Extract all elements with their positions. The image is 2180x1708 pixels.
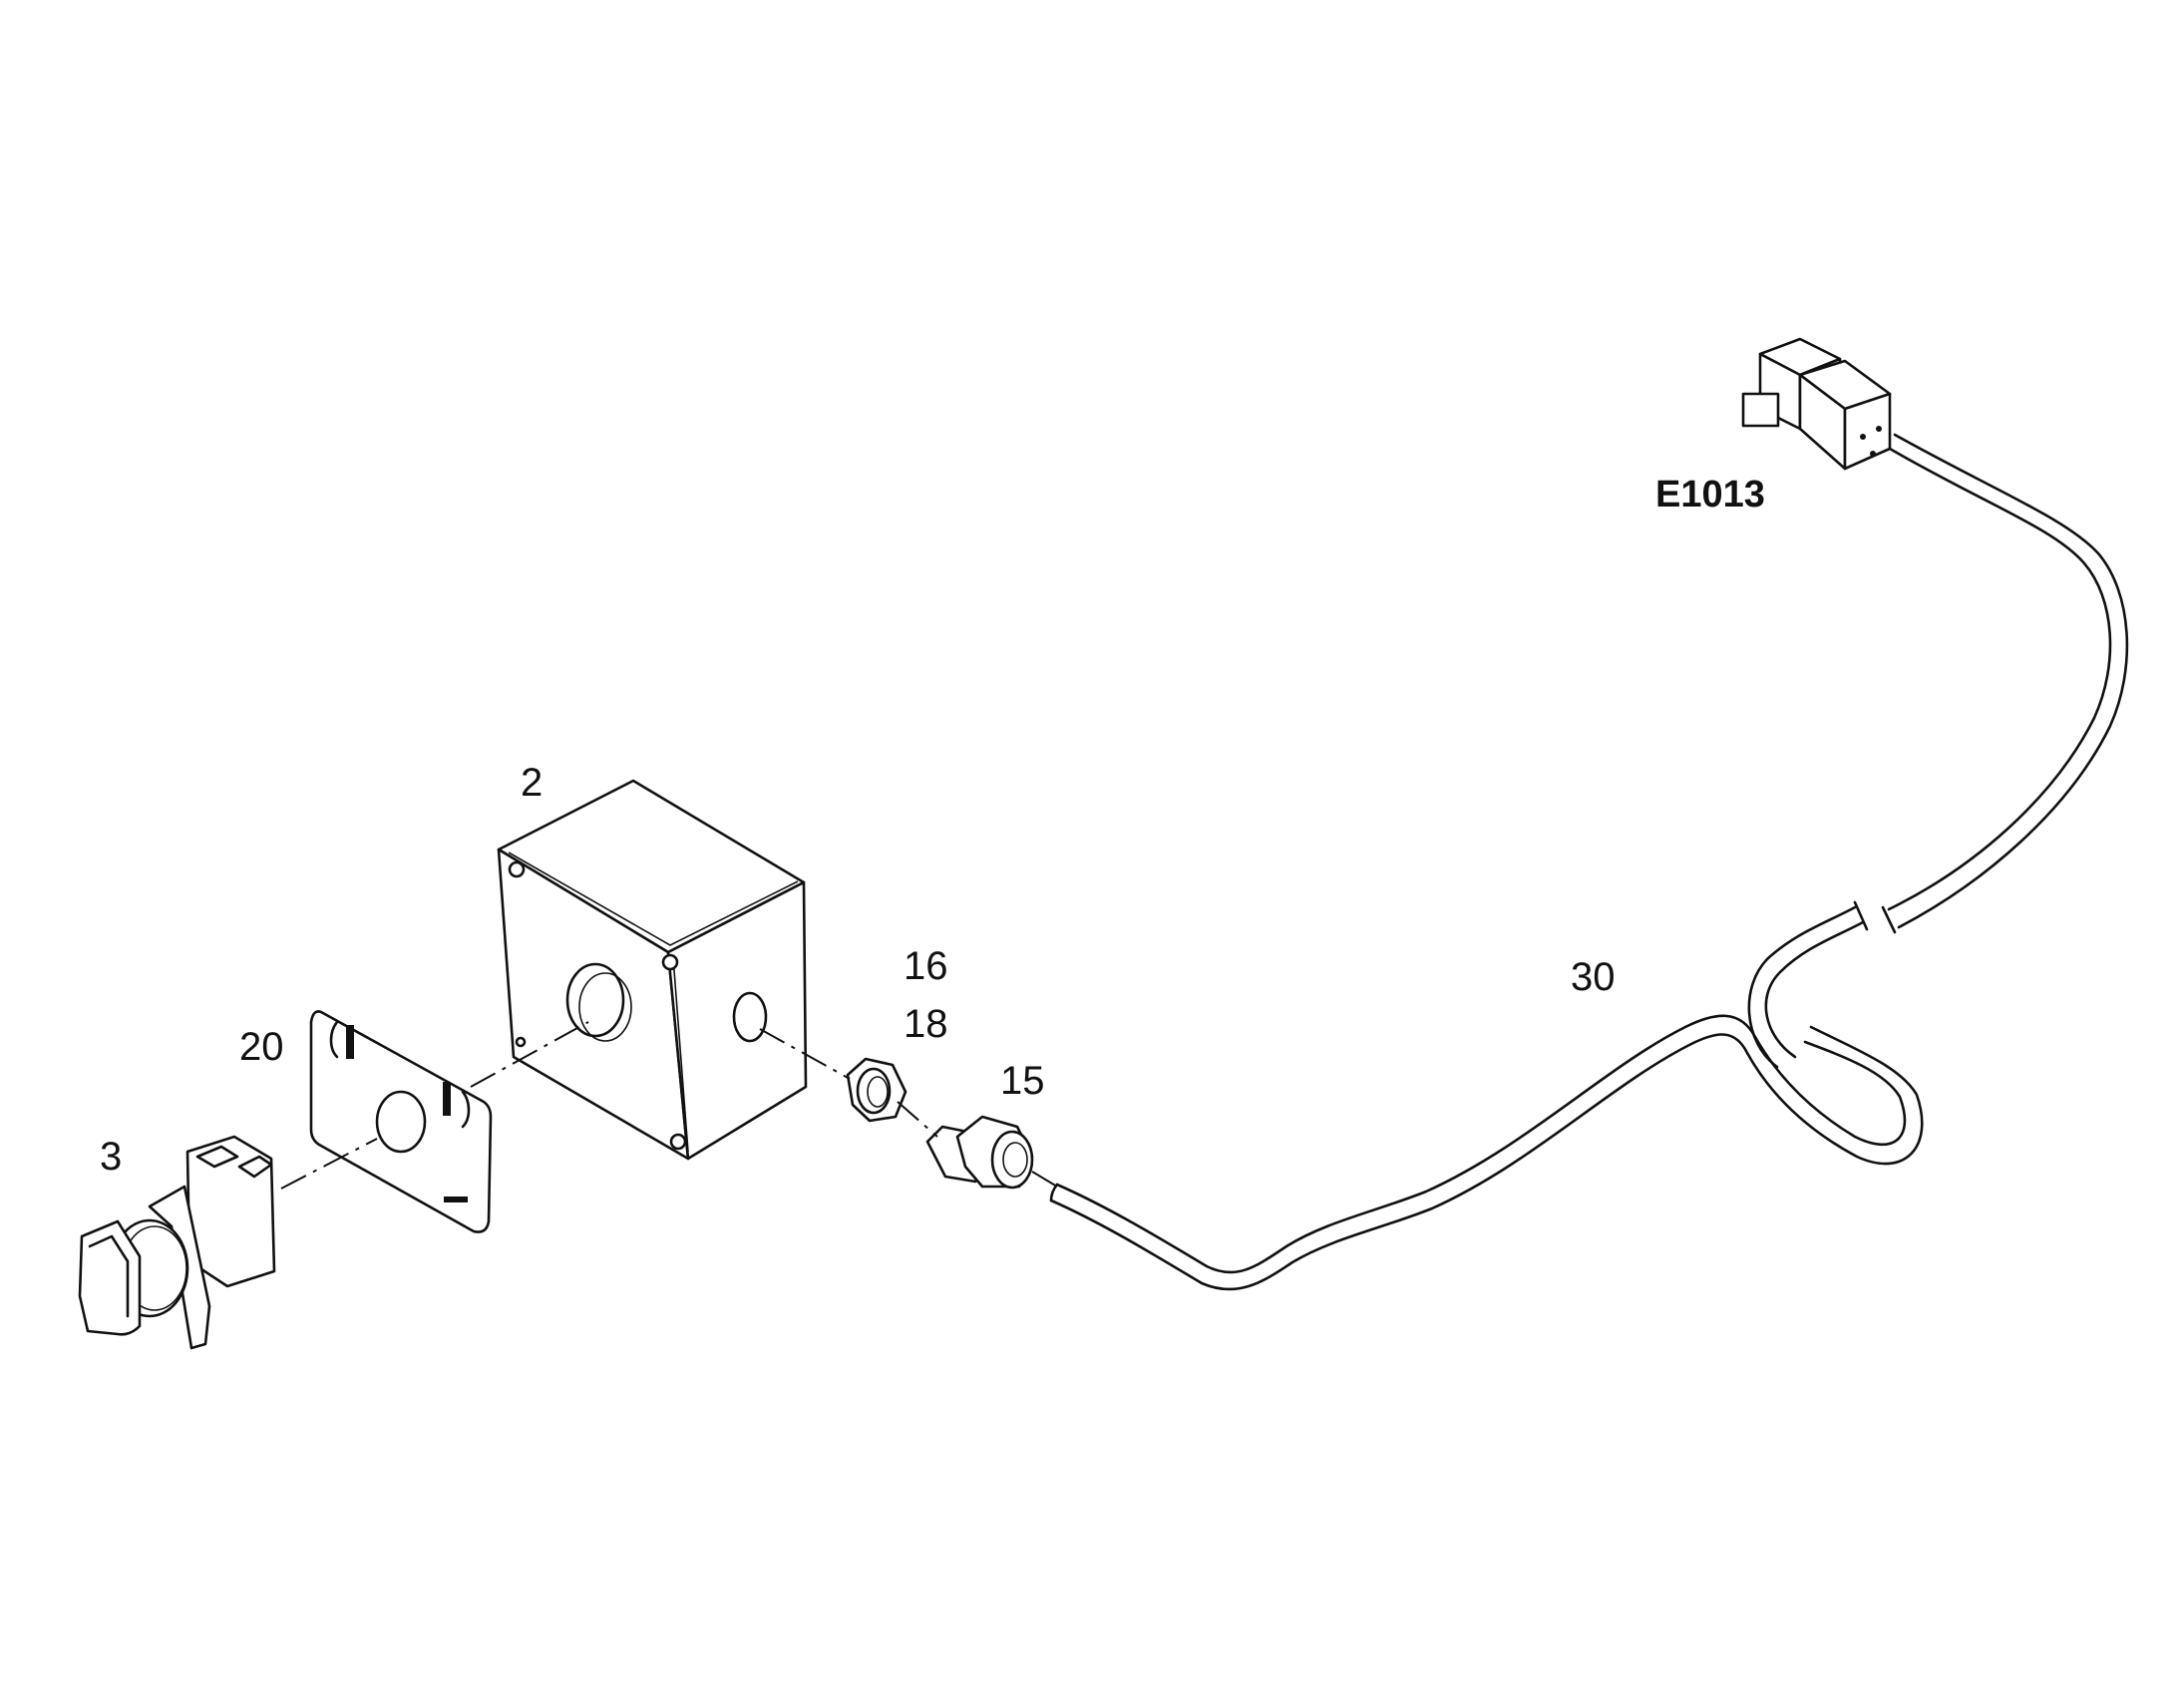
part-label-3: 3 xyxy=(100,1135,122,1179)
nut-16-18 xyxy=(846,1057,908,1123)
part-label-2: 2 xyxy=(521,761,543,805)
part-label-20: 20 xyxy=(239,1025,284,1069)
cable-30 xyxy=(1049,433,2129,1291)
part-label-30: 30 xyxy=(1571,955,1616,999)
legend-plate-20 xyxy=(309,1010,493,1233)
selector-switch-3 xyxy=(78,1135,276,1350)
reference-code-label: E1013 xyxy=(1655,474,1765,515)
enclosure-box-2 xyxy=(497,779,808,1161)
connector-e1013 xyxy=(1741,337,1892,471)
part-label-18: 18 xyxy=(904,1002,948,1046)
assembly-lines xyxy=(280,1021,1058,1190)
part-label-15: 15 xyxy=(1000,1059,1045,1103)
part-label-16: 16 xyxy=(904,944,948,988)
cable-gland-15 xyxy=(925,1115,1034,1190)
